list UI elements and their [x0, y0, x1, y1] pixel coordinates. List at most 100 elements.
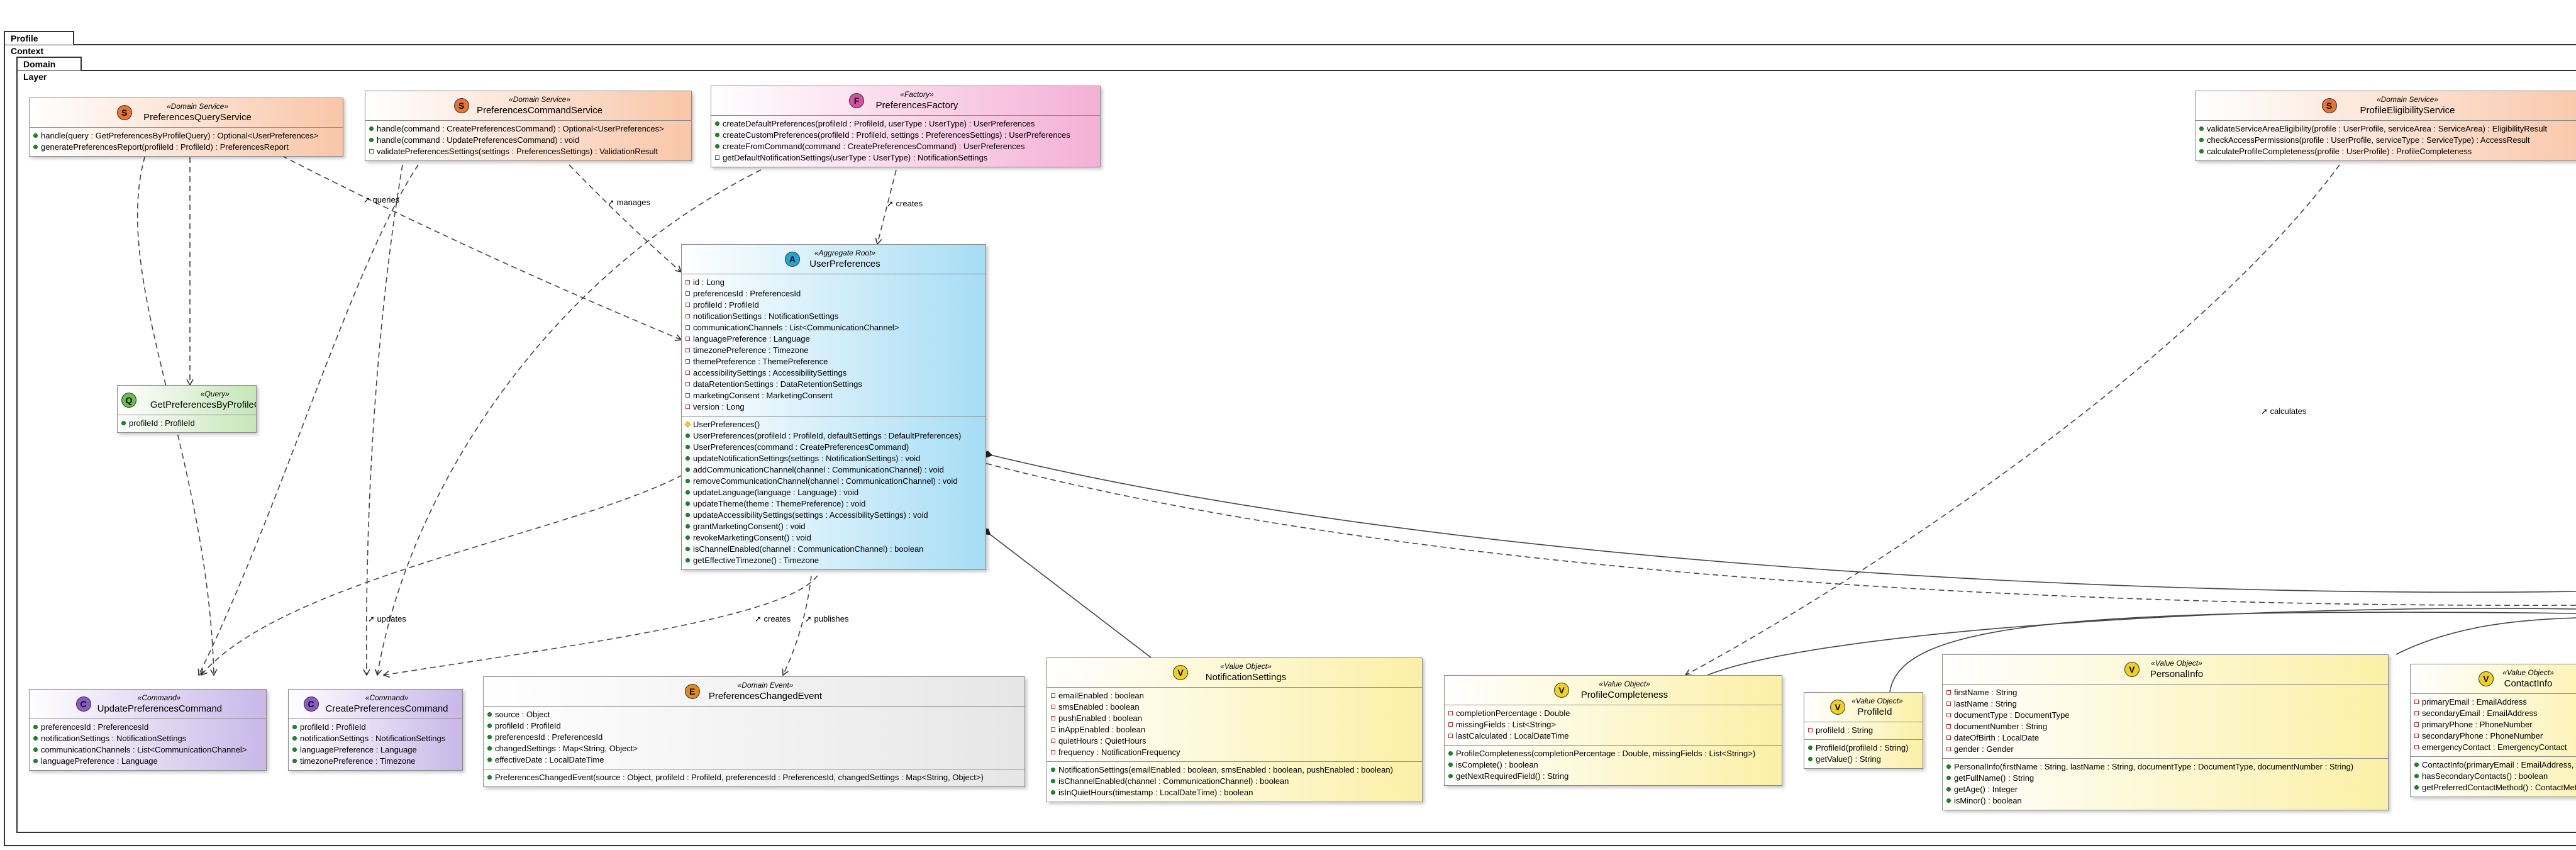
class-field: primaryPhone : PhoneNumber — [2411, 719, 2576, 730]
public-visibility-icon — [487, 758, 492, 762]
private-visibility-icon — [686, 359, 690, 364]
member-text: marketingConsent : MarketingConsent — [693, 391, 833, 400]
class-field: smsEnabled : boolean — [1047, 702, 1422, 713]
class-header: S«Domain Service»ProfileEligibilityServi… — [2196, 91, 2576, 121]
class-header: V«Value Object»PersonalInfo — [1943, 655, 2388, 685]
class-field: notificationSettings : NotificationSetti… — [682, 311, 985, 322]
member-text: preferencesId : PreferencesId — [693, 289, 801, 298]
public-visibility-icon — [369, 138, 374, 142]
public-visibility-icon — [33, 736, 38, 741]
edge-command-service-to-create-command — [363, 164, 403, 676]
private-visibility-icon — [686, 303, 690, 307]
private-visibility-icon — [686, 382, 690, 386]
private-visibility-icon — [1051, 727, 1055, 732]
class-field: profileId : String — [1804, 725, 1923, 736]
class-name: GetPreferencesByProfileQuery — [150, 400, 256, 410]
class-method: calculateProfileCompleteness(profile : U… — [2196, 146, 2576, 157]
public-visibility-icon — [121, 421, 126, 425]
label-creates-factory: ➚ creates — [887, 199, 923, 208]
class-name: PreferencesFactory — [875, 100, 958, 111]
class-field: source : Object — [484, 709, 1024, 720]
class-field: communicationChannels : List<Communicati… — [30, 744, 266, 756]
member-text: changedSettings : Map<String, Object> — [495, 744, 638, 753]
private-visibility-icon — [2414, 722, 2419, 727]
stereotype-badge-icon: C — [75, 696, 91, 712]
member-text: languagePreference : Language — [300, 745, 417, 754]
class-name: ProfileCompleteness — [1580, 690, 1668, 700]
method-compartment: handle(query : GetPreferencesByProfileQu… — [30, 128, 343, 156]
private-visibility-icon — [1946, 747, 1951, 751]
member-text: getValue() : String — [1816, 754, 1881, 764]
public-visibility-icon — [33, 133, 38, 138]
class-method: addCommunicationChannel(channel : Commun… — [682, 464, 985, 476]
class-get-preferences-by-profile-query[interactable]: Q«Query»GetPreferencesByProfileQueryprof… — [117, 385, 257, 433]
protected-visibility-icon — [684, 421, 691, 428]
member-text: documentType : DocumentType — [1954, 710, 2070, 720]
public-visibility-icon — [715, 121, 719, 126]
public-visibility-icon — [686, 456, 690, 461]
member-text: isChannelEnabled(channel : Communication… — [1058, 776, 1289, 786]
method-compartment: ProfileId(profileId : String)getValue() … — [1804, 740, 1923, 768]
class-field: missingFields : List<String> — [1445, 719, 1782, 730]
member-text: notificationSettings : NotificationSetti… — [693, 311, 839, 321]
class-method: getPreferredContactMethod() : ContactMet… — [2411, 782, 2576, 793]
class-field: timezonePreference : Timezone — [682, 345, 985, 356]
member-text: createCustomPreferences(profileId : Prof… — [723, 130, 1070, 140]
class-stereotype: «Value Object» — [2151, 659, 2202, 668]
class-field: preferencesId : PreferencesId — [30, 722, 266, 733]
stereotype-badge-icon: V — [1830, 700, 1846, 715]
class-header: F«Factory»PreferencesFactory — [711, 86, 1100, 116]
member-text: ContactInfo(primaryEmail : EmailAddress,… — [2422, 760, 2576, 769]
member-text: handle(query : GetPreferencesByProfileQu… — [41, 131, 319, 140]
class-method: getAge() : Integer — [1943, 784, 2388, 795]
class-method: ProfileCompleteness(completionPercentage… — [1445, 748, 1782, 759]
public-visibility-icon — [715, 133, 719, 137]
member-text: frequency : NotificationFrequency — [1058, 747, 1180, 757]
method-compartment: handle(command : CreatePreferencesComman… — [365, 121, 691, 160]
class-field: timezonePreference : Timezone — [289, 756, 462, 767]
member-text: profileId : ProfileId — [693, 300, 759, 310]
public-visibility-icon — [487, 712, 492, 717]
edge-personal-info-to-right — [2396, 617, 2576, 655]
public-visibility-icon — [292, 736, 297, 741]
class-preferences-query-service[interactable]: S«Domain Service»PreferencesQueryService… — [29, 98, 343, 157]
member-text: profileId : ProfileId — [129, 418, 195, 428]
field-compartment: profileId : ProfileId — [118, 415, 256, 432]
class-profile-eligibility-service[interactable]: S«Domain Service»ProfileEligibilityServi… — [2195, 91, 2576, 161]
class-header: V«Value Object»ProfileCompleteness — [1445, 676, 1782, 705]
member-text: missingFields : List<String> — [1456, 720, 1556, 729]
edge-factory-to-create-command — [374, 169, 762, 676]
edge-command-service-to-update-command — [197, 164, 419, 676]
class-preferences-command-service[interactable]: S«Domain Service»PreferencesCommandServi… — [365, 91, 692, 161]
class-name: UserPreferences — [809, 259, 880, 269]
private-visibility-icon — [686, 405, 690, 409]
method-compartment: ProfileCompleteness(completionPercentage… — [1445, 746, 1782, 785]
class-field: profileId : ProfileId — [682, 299, 985, 311]
class-stereotype: «Domain Service» — [508, 95, 571, 104]
private-visibility-icon — [686, 371, 690, 375]
member-text: accessibilitySettings : AccessibilitySet… — [693, 368, 847, 377]
member-text: isChannelEnabled(channel : Communication… — [693, 544, 924, 554]
label-arrow-icon: ➚ — [364, 195, 370, 204]
private-visibility-icon — [1051, 750, 1055, 754]
class-field: dataRetentionSettings : DataRetentionSet… — [682, 379, 985, 390]
member-text: getPreferredContactMethod() : ContactMet… — [2422, 783, 2576, 792]
label-arrow-icon: ➚ — [805, 614, 812, 624]
class-stereotype: «Command» — [137, 693, 181, 702]
class-method: validatePreferencesSettings(settings : P… — [365, 146, 691, 157]
class-method: getFullName() : String — [1943, 773, 2388, 784]
public-visibility-icon — [2414, 763, 2419, 767]
